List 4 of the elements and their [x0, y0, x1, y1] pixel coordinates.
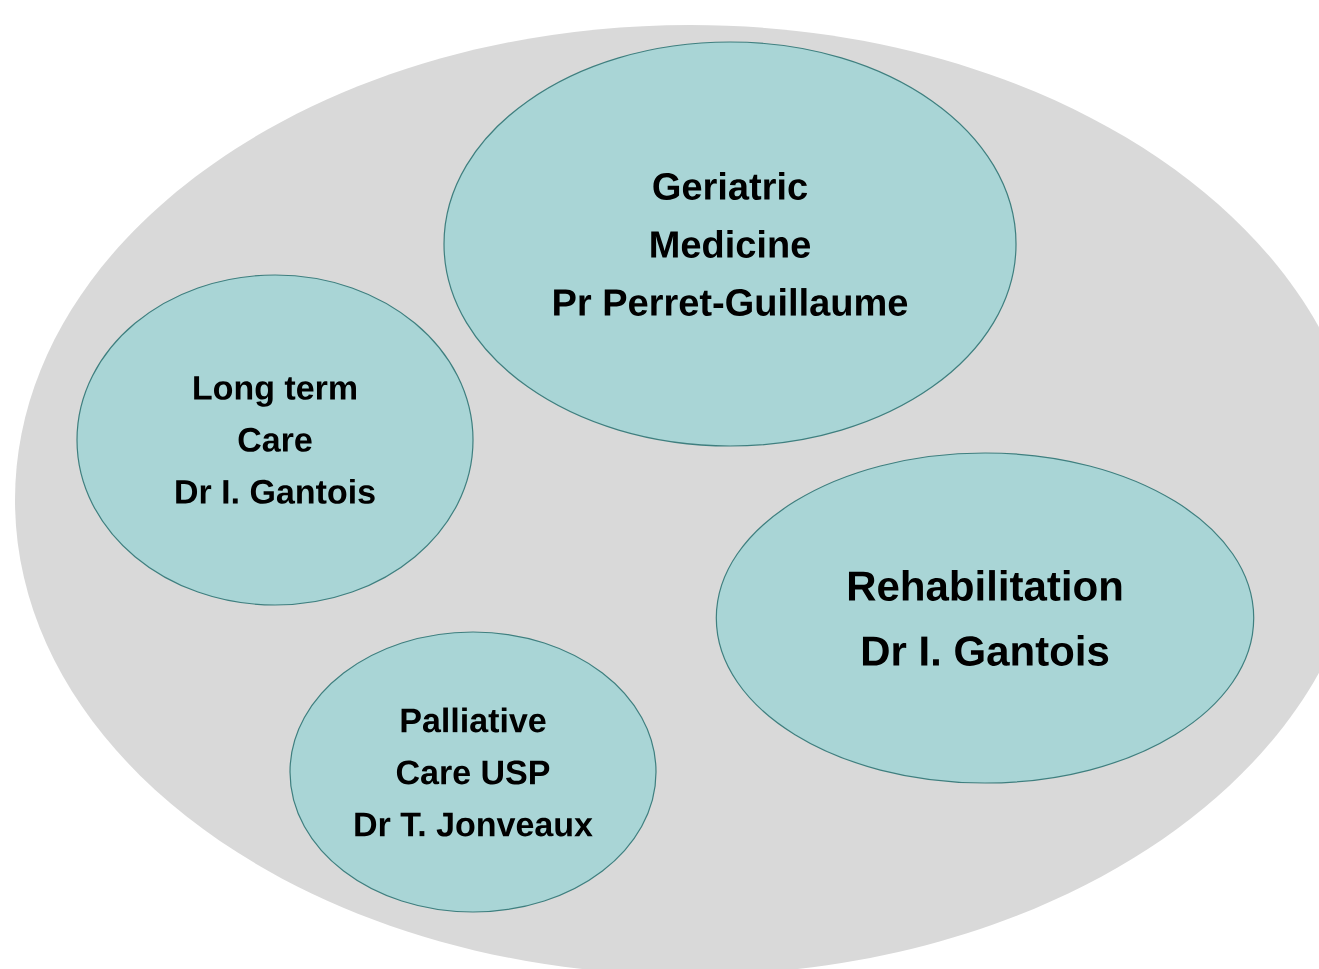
ellipse-node: Long term Care Dr I. Gantois	[76, 274, 474, 606]
ellipse-node: Geriatric Medicine Pr Perret-Guillaume	[443, 41, 1017, 447]
ellipse-node: Rehabilitation Dr I. Gantois	[715, 452, 1255, 784]
ellipse-node: Palliative Care USP Dr T. Jonveaux	[289, 631, 657, 913]
